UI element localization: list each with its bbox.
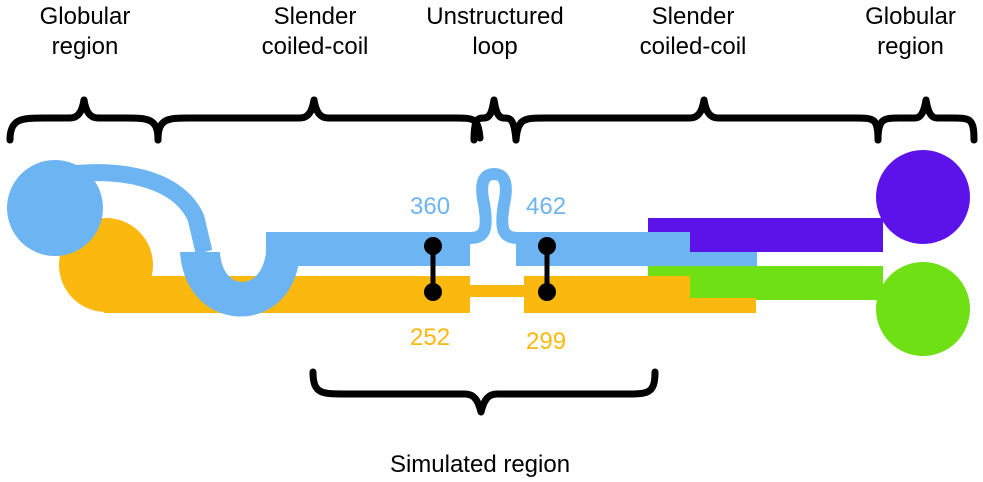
purple-globular-head bbox=[876, 150, 970, 244]
purple-overlap bbox=[648, 218, 690, 232]
residue-orange-right: 299 bbox=[526, 328, 567, 355]
label-simulated-region: Simulated region bbox=[389, 451, 571, 478]
orange-loop-link bbox=[468, 285, 526, 297]
crosslink-left bbox=[424, 237, 442, 301]
crosslink-right bbox=[538, 237, 556, 301]
label-globular-right: Globular region bbox=[838, 2, 983, 62]
label-coil-right-line2: coiled-coil bbox=[639, 33, 747, 60]
blue-linker-arc bbox=[53, 164, 213, 254]
blue-loop bbox=[469, 168, 519, 244]
brace-loop bbox=[470, 96, 520, 144]
residue-orange-left: 252 bbox=[410, 324, 451, 351]
label-globular-left: Globular region bbox=[0, 2, 170, 62]
green-globular-head bbox=[876, 262, 970, 356]
label-loop: Unstructured loop bbox=[400, 2, 590, 62]
residue-blue-right: 462 bbox=[526, 193, 567, 220]
label-coil-left-line1: Slender bbox=[273, 3, 357, 30]
crosslink-left-top bbox=[424, 237, 442, 255]
crosslink-right-bottom bbox=[538, 283, 556, 301]
crosslink-left-bottom bbox=[424, 283, 442, 301]
label-globular-left-line2: region bbox=[51, 33, 119, 60]
label-coil-right: Slender coiled-coil bbox=[598, 2, 788, 62]
blue-globular-head bbox=[7, 160, 103, 256]
brace-coil-left bbox=[154, 96, 484, 144]
label-loop-line1: Unstructured bbox=[426, 3, 564, 30]
residue-blue-left: 360 bbox=[410, 193, 451, 220]
brace-globular-right bbox=[874, 96, 978, 144]
label-globular-right-line2: region bbox=[877, 33, 944, 60]
green-orange-join bbox=[690, 266, 757, 298]
label-coil-left: Slender coiled-coil bbox=[220, 2, 410, 62]
brace-coil-right bbox=[512, 96, 882, 144]
label-coil-left-line2: coiled-coil bbox=[261, 33, 369, 60]
crosslink-right-top bbox=[538, 237, 556, 255]
label-coil-right-line1: Slender bbox=[651, 3, 735, 30]
label-loop-line2: loop bbox=[472, 33, 518, 60]
brace-simulated-region bbox=[309, 368, 659, 416]
label-globular-left-line1: Globular bbox=[39, 3, 131, 30]
label-globular-right-line1: Globular bbox=[865, 3, 956, 30]
blue-purple-join bbox=[690, 232, 757, 252]
brace-globular-left bbox=[6, 96, 162, 144]
